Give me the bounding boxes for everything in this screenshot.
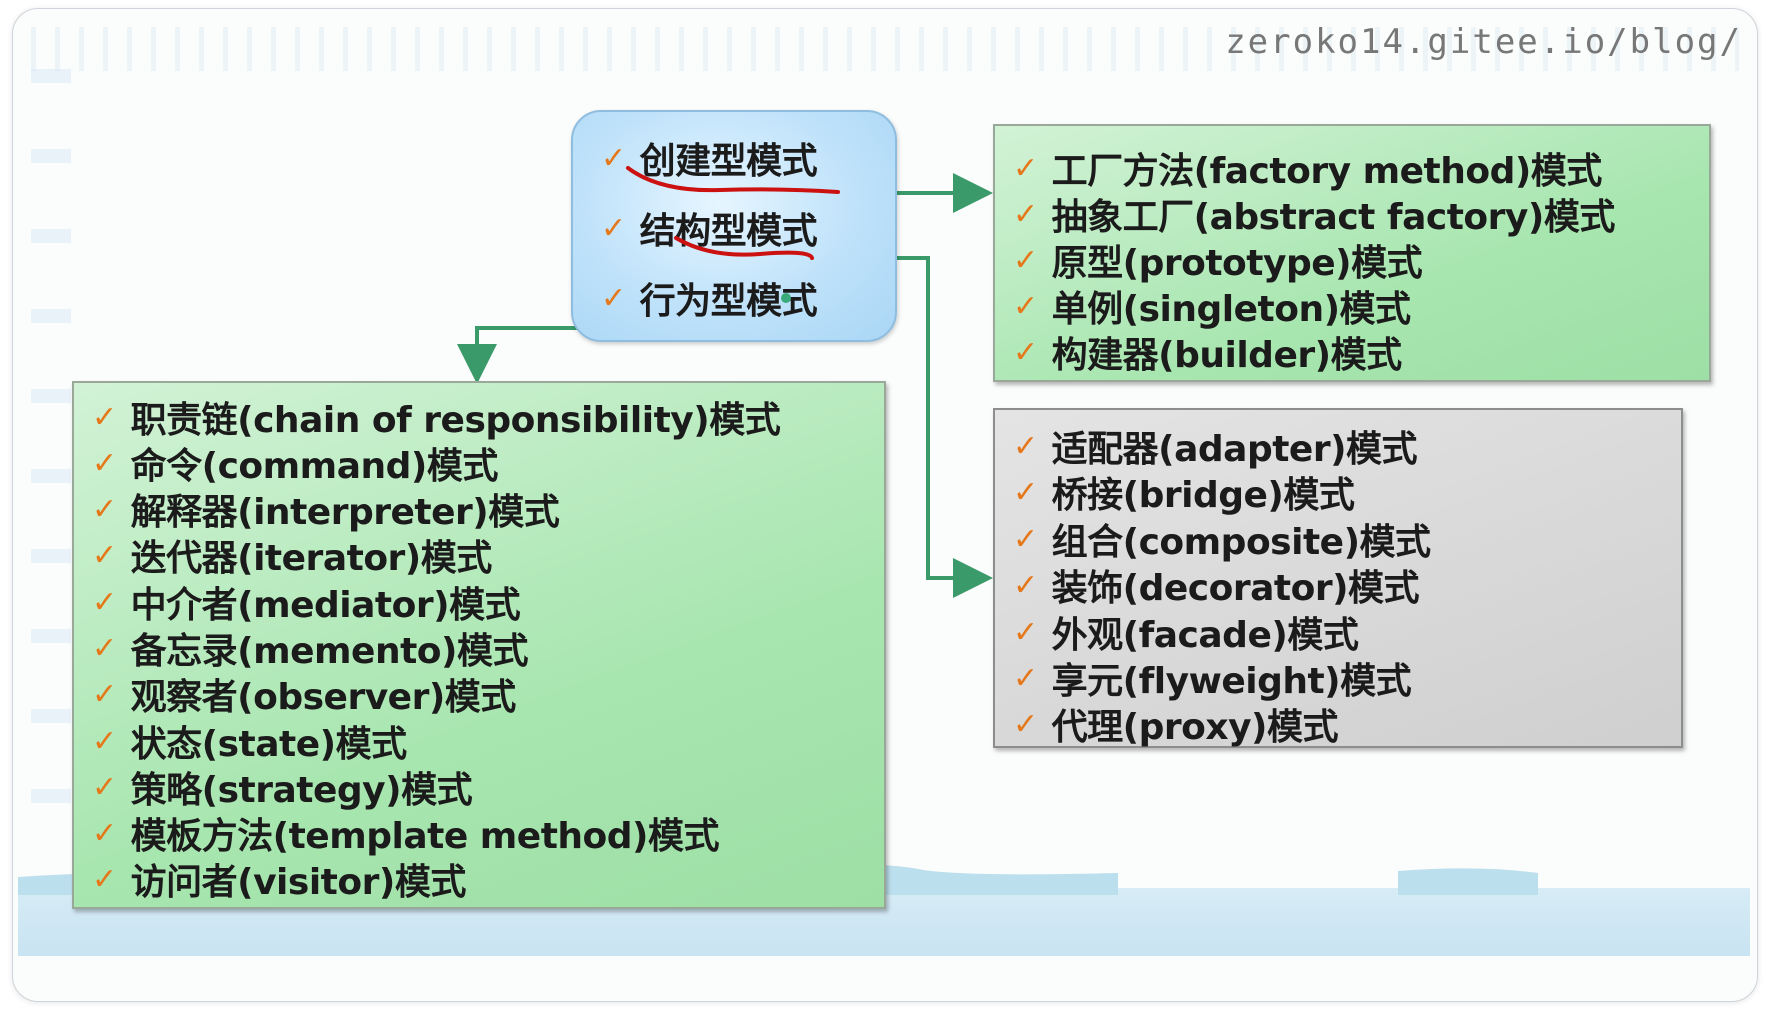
check-icon: ✓ (1013, 614, 1038, 650)
behavioral-item: ✓ 命令(command)模式 (92, 445, 498, 488)
cursor-dot (781, 293, 791, 303)
structural-item: ✓ 享元(flyweight)模式 (1013, 660, 1412, 703)
creational-item: ✓ 构建器(builder)模式 (1013, 334, 1402, 377)
check-icon: ✓ (601, 210, 626, 246)
red-underline-creational (626, 166, 840, 194)
check-icon: ✓ (1013, 567, 1038, 603)
decorative-stripes-left (31, 69, 71, 841)
check-icon: ✓ (1013, 242, 1038, 278)
structural-item: ✓ 代理(proxy)模式 (1013, 706, 1339, 749)
check-icon: ✓ (601, 280, 626, 316)
behavioral-item: ✓ 策略(strategy)模式 (92, 769, 473, 812)
check-icon: ✓ (92, 584, 117, 620)
check-icon: ✓ (1013, 334, 1038, 370)
check-icon: ✓ (92, 445, 117, 481)
category-structural: ✓ 结构型模式 (601, 210, 818, 253)
check-icon: ✓ (92, 815, 117, 851)
behavioral-item: ✓ 中介者(mediator)模式 (92, 584, 521, 627)
check-icon: ✓ (1013, 660, 1038, 696)
check-icon: ✓ (92, 491, 117, 527)
behavioral-item: ✓ 状态(state)模式 (92, 723, 407, 766)
creational-item: ✓ 抽象工厂(abstract factory)模式 (1013, 196, 1615, 239)
check-icon: ✓ (1013, 706, 1038, 742)
creational-patterns-box: ✓ 工厂方法(factory method)模式 ✓ 抽象工厂(abstract… (993, 124, 1711, 382)
behavioral-item: ✓ 职责链(chain of responsibility)模式 (92, 399, 781, 442)
structural-item: ✓ 桥接(bridge)模式 (1013, 474, 1355, 517)
check-icon: ✓ (92, 537, 117, 573)
structural-item: ✓ 装饰(decorator)模式 (1013, 567, 1420, 610)
behavioral-patterns-box: ✓ 职责链(chain of responsibility)模式 ✓ 命令(co… (72, 381, 886, 909)
behavioral-item: ✓ 解释器(interpreter)模式 (92, 491, 560, 534)
check-icon: ✓ (1013, 150, 1038, 186)
check-icon: ✓ (1013, 196, 1038, 232)
behavioral-item: ✓ 模板方法(template method)模式 (92, 815, 720, 858)
check-icon: ✓ (1013, 288, 1038, 324)
behavioral-item: ✓ 访问者(visitor)模式 (92, 861, 466, 904)
check-icon: ✓ (92, 399, 117, 435)
check-icon: ✓ (601, 140, 626, 176)
structural-item: ✓ 外观(facade)模式 (1013, 614, 1359, 657)
check-icon: ✓ (92, 769, 117, 805)
behavioral-item: ✓ 备忘录(memento)模式 (92, 630, 528, 673)
decorative-stripes-top (31, 27, 1739, 71)
creational-item: ✓ 单例(singleton)模式 (1013, 288, 1411, 331)
creational-item: ✓ 工厂方法(factory method)模式 (1013, 150, 1602, 193)
check-icon: ✓ (1013, 428, 1038, 464)
category-creational: ✓ 创建型模式 (601, 140, 818, 183)
behavioral-item: ✓ 观察者(observer)模式 (92, 676, 516, 719)
check-icon: ✓ (1013, 521, 1038, 557)
check-icon: ✓ (92, 676, 117, 712)
structural-item: ✓ 适配器(adapter)模式 (1013, 428, 1418, 471)
red-underline-structural (674, 236, 814, 260)
creational-item: ✓ 原型(prototype)模式 (1013, 242, 1423, 285)
watermark-url: zeroko14.gitee.io/blog/ (1225, 22, 1742, 62)
check-icon: ✓ (1013, 474, 1038, 510)
check-icon: ✓ (92, 630, 117, 666)
category-behavioral: ✓ 行为型模式 (601, 280, 818, 323)
behavioral-item: ✓ 迭代器(iterator)模式 (92, 537, 492, 580)
check-icon: ✓ (92, 723, 117, 759)
check-icon: ✓ (92, 861, 117, 897)
structural-patterns-box: ✓ 适配器(adapter)模式 ✓ 桥接(bridge)模式 ✓ 组合(com… (993, 408, 1683, 748)
pattern-categories-box: ✓ 创建型模式 ✓ 结构型模式 ✓ 行为型模式 (571, 110, 897, 342)
structural-item: ✓ 组合(composite)模式 (1013, 521, 1431, 564)
